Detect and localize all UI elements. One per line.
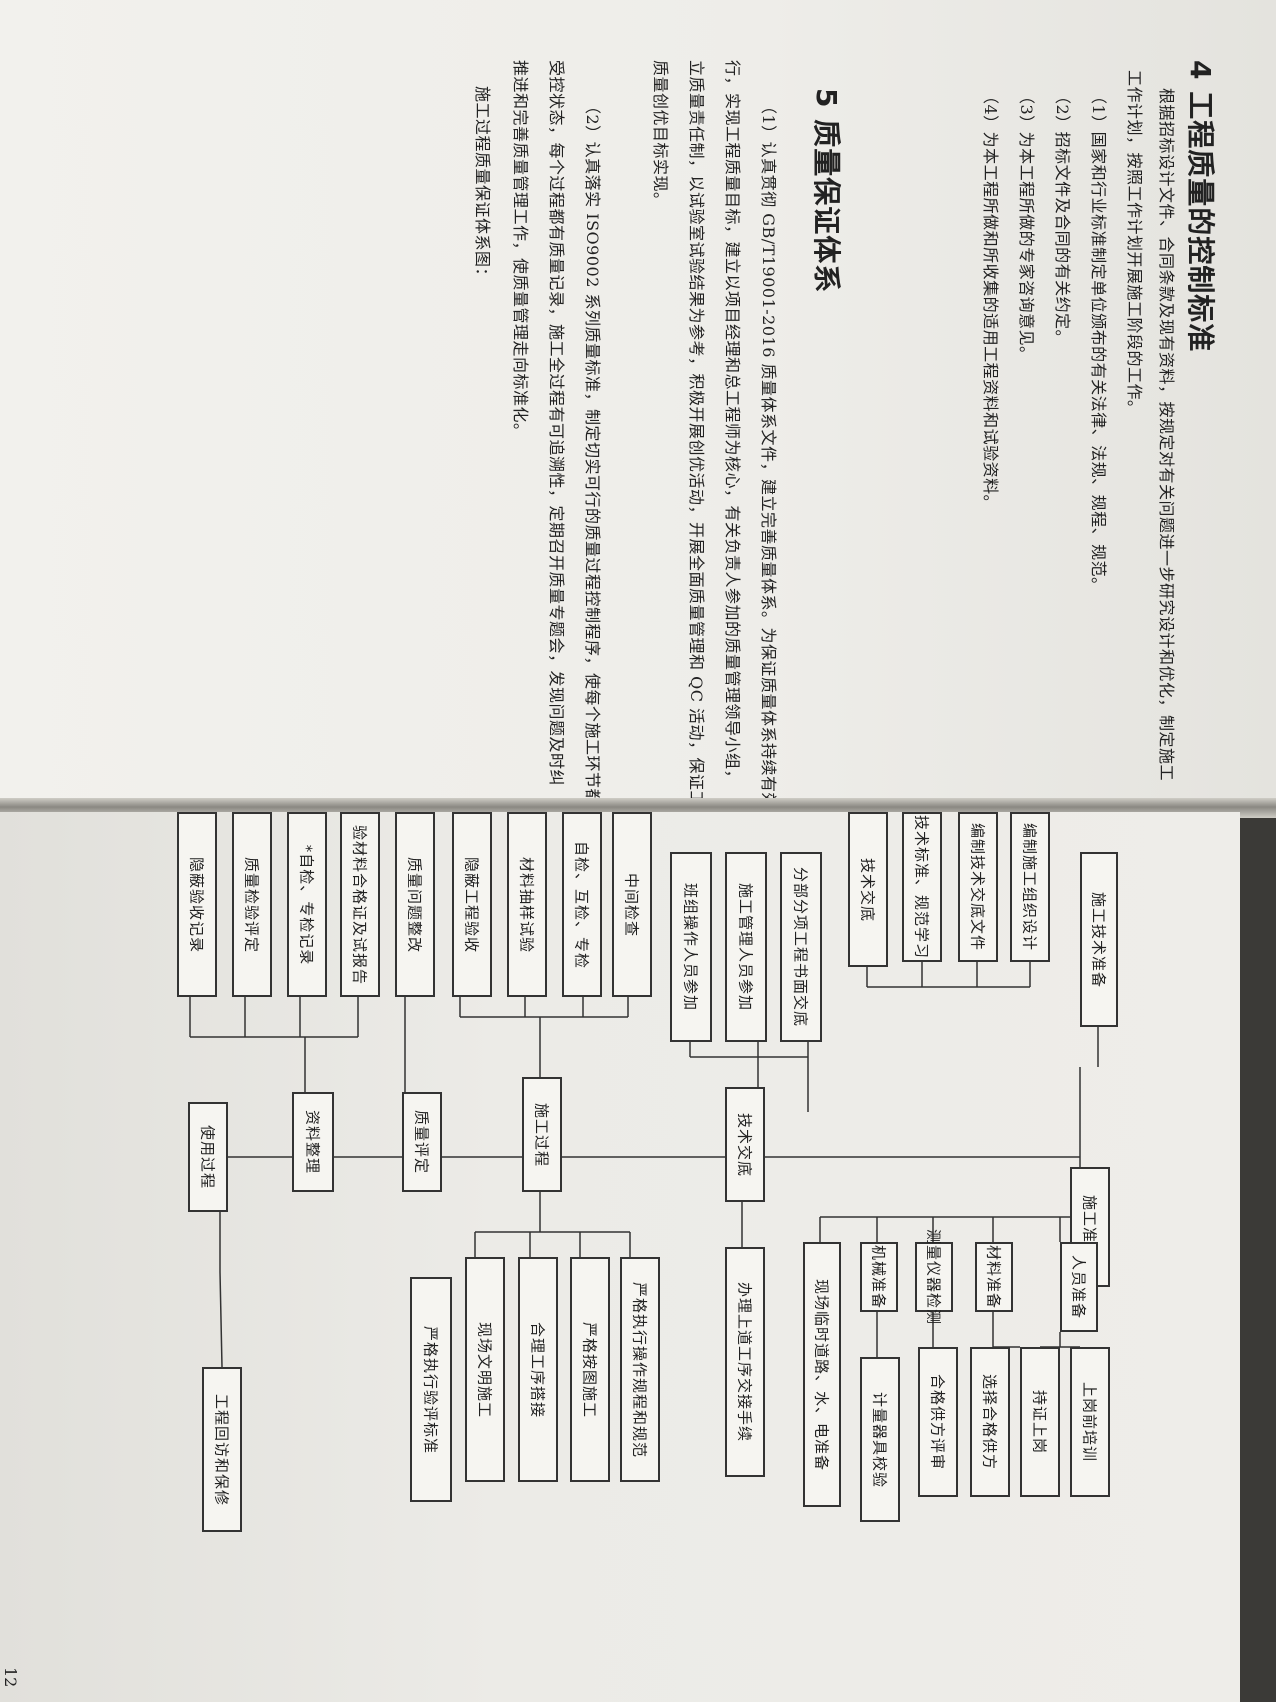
- box-doc-input-4: 隐蔽验收记录: [177, 812, 217, 997]
- box-label: 严格按图施工: [580, 1321, 599, 1418]
- box-material-prep: 材料准备: [975, 1242, 1013, 1312]
- box-label: 工程回访和保修: [212, 1393, 231, 1506]
- section-5-para1-line1: （1）认真贯彻 GB/T19001-2016 质量体系文件，建立完善质量体系。为…: [759, 98, 778, 805]
- flowchart-caption: 施工过程质量保证体系图：: [473, 86, 492, 285]
- box-label: 现场文明施工: [475, 1321, 494, 1418]
- box-site-temp: 现场临时道路、水、电准备: [803, 1242, 841, 1507]
- section-5-para2-line1: （2）认真落实 ISO9002 系列质量标准，制定切实可行的质量过程控制程序，使…: [583, 98, 602, 805]
- box-process-output-5: 严格执行验评标准: [410, 1277, 452, 1502]
- box-label: 中间检查: [622, 872, 641, 937]
- box-personnel-prep: 人员准备: [1060, 1242, 1098, 1332]
- box-label: 隐蔽工程验收: [462, 856, 481, 953]
- box-tech-prep-child-2: 编制技术交底文件: [958, 812, 998, 962]
- box-label: 施工过程: [532, 1102, 551, 1167]
- box-process-input-2: 自检、互检、专检: [562, 812, 602, 997]
- box-quality-fix: 质量问题整改: [395, 812, 435, 997]
- box-label: 自检、互检、专检: [572, 840, 591, 969]
- box-label: 材料抽样试验: [517, 856, 536, 953]
- box-quality-eval: 质量评定: [402, 1092, 442, 1192]
- box-label: 分部分项工程书面交底: [791, 866, 810, 1028]
- box-process-input-4: 隐蔽工程验收: [452, 812, 492, 997]
- box-handover: 办理上道工序交接手续: [725, 1247, 765, 1477]
- box-label: 资料整理: [303, 1109, 322, 1175]
- section-4-item-2: （2）招标文件及合同的有关约定。: [1053, 88, 1072, 347]
- bottom-page: 施工技术准备 编制施工组织设计 编制技术交底文件 技术标准、规范学习 技术交底 …: [0, 812, 1240, 1702]
- box-machine-prep: 机械准备: [860, 1242, 898, 1312]
- box-process-input-3: 材料抽样试验: [507, 812, 547, 997]
- box-label: 编制技术交底文件: [968, 822, 987, 952]
- section-5-para1-line3: 立质量责任制，以试验室试验结果为参考，积极开展创优活动，开展全面质量管理和 QC…: [687, 60, 706, 805]
- box-process-output-3: 合理工序搭接: [518, 1257, 558, 1482]
- box-use-process: 使用过程: [188, 1102, 228, 1212]
- box-label: 技术交底: [735, 1112, 754, 1177]
- box-label: 办理上道工序交接手续: [735, 1281, 754, 1443]
- section-5-para1-line4: 质量创优目标实现。: [651, 60, 670, 209]
- box-doc-input-2: *自检、专检记录: [287, 812, 327, 997]
- box-label: 持证上岗: [1030, 1389, 1049, 1455]
- box-label: 现场临时道路、水、电准备: [812, 1278, 831, 1471]
- box-label: 使用过程: [198, 1124, 217, 1190]
- box-label: 技术交底: [858, 857, 877, 922]
- section-4-intro-line1: 根据招标设计文件、合同条款及现有资料，按规定对有关问题进一步研究设计和优化，制定…: [1157, 88, 1176, 782]
- box-label: 施工技术准备: [1089, 891, 1108, 988]
- box-tech-disclosure: 技术交底: [725, 1087, 765, 1202]
- section-5-title: 5 质量保证体系: [810, 88, 843, 294]
- box-disclosure-child-1: 分部分项工程书面交底: [780, 852, 822, 1042]
- box-process-input-1: 中间检查: [612, 812, 652, 997]
- box-material-child-2: 合格供方评审: [918, 1347, 958, 1497]
- section-4-intro-line2: 工作计划，按照工作计划开展施工阶段的工作。: [1125, 70, 1144, 417]
- section-5-para1-line2: 行，实现工程质量目标，建立以项目经理和总工程师为核心，有关负责人参加的质量管理领…: [723, 60, 742, 787]
- section-5-para2-line3: 推进和完善质量管理工作，使质量管理走向标准化。: [511, 60, 530, 440]
- box-label: 选择合格供方: [980, 1373, 999, 1471]
- box-label: *自检、专检记录: [297, 844, 316, 965]
- section-4-title: 4 工程质量的控制标准: [1184, 60, 1217, 353]
- box-label: 合格供方评审: [928, 1373, 947, 1471]
- box-disclosure-child-2: 施工管理人员参加: [725, 852, 767, 1042]
- box-process-output-2: 严格按图施工: [570, 1257, 610, 1482]
- box-instrument-child-1: 计量器具校验: [860, 1357, 900, 1522]
- box-label: 质量评定: [412, 1109, 431, 1175]
- box-process-output-1: 严格执行操作规程和规范: [620, 1257, 660, 1482]
- box-tech-prep-child-3: 技术标准、规范学习: [902, 812, 942, 962]
- box-doc-arrange: 资料整理: [292, 1092, 334, 1192]
- box-tech-prep-child-1: 编制施工组织设计: [1010, 812, 1050, 962]
- box-label: 技术标准、规范学习: [912, 814, 931, 960]
- box-tech-prep-child-4: 技术交底: [848, 812, 888, 967]
- box-revisit: 工程回访和保修: [202, 1367, 242, 1532]
- box-doc-input-1: 验材料合格证及试报告: [340, 812, 380, 997]
- page-number: 12: [1, 1667, 20, 1688]
- box-label: 隐蔽验收记录: [187, 856, 206, 953]
- box-tech-prep: 施工技术准备: [1080, 852, 1118, 1027]
- box-label: 机械准备: [869, 1244, 888, 1310]
- top-page: 4 工程质量的控制标准 根据招标设计文件、合同条款及现有资料，按规定对有关问题进…: [0, 0, 1276, 805]
- box-label: 质量检验评定: [242, 856, 261, 953]
- box-doc-input-3: 质量检验评定: [232, 812, 272, 997]
- box-process-output-4: 现场文明施工: [465, 1257, 505, 1482]
- box-label: 材料准备: [984, 1244, 1003, 1310]
- box-disclosure-child-3: 班组操作人员参加: [670, 852, 712, 1042]
- box-label: 合理工序搭接: [528, 1321, 547, 1418]
- box-label: 人员准备: [1069, 1254, 1088, 1320]
- section-5-para2-line2: 受控状态，每个过程都有质量记录，施工全过程有可追溯性，定期召开质量专题会，发现问…: [547, 60, 566, 787]
- section-4-item-3: （3）为本工程所做的专家咨询意见。: [1017, 88, 1036, 363]
- box-label: 严格执行操作规程和规范: [630, 1281, 649, 1458]
- box-process: 施工过程: [522, 1077, 562, 1192]
- box-label: 测量仪器检测: [924, 1228, 943, 1326]
- box-label: 施工管理人员参加: [736, 882, 755, 1012]
- box-label: 严格执行验评标准: [421, 1325, 440, 1454]
- box-material-child-1: 选择合格供方: [970, 1347, 1010, 1497]
- box-label: 质量问题整改: [405, 856, 424, 953]
- section-4-item-4: （4）为本工程所做和所收集的适用工程资料和试验资料。: [981, 88, 1000, 512]
- box-label: 计量器具校验: [870, 1391, 889, 1488]
- box-label: 验材料合格证及试报告: [350, 824, 369, 985]
- box-label: 编制施工组织设计: [1020, 822, 1039, 952]
- flowchart-connectors: [189, 962, 1099, 1368]
- section-4-item-1: （1）国家和行业标准制定单位颁布的有关法律、法规、规程、规范。: [1089, 88, 1108, 594]
- box-label: 上岗前培训: [1080, 1381, 1099, 1463]
- box-label: 班组操作人员参加: [681, 882, 700, 1012]
- box-personnel-child-1: 上岗前培训: [1070, 1347, 1110, 1497]
- box-personnel-child-2: 持证上岗: [1020, 1347, 1060, 1497]
- box-instrument-check: 测量仪器检测: [915, 1229, 953, 1325]
